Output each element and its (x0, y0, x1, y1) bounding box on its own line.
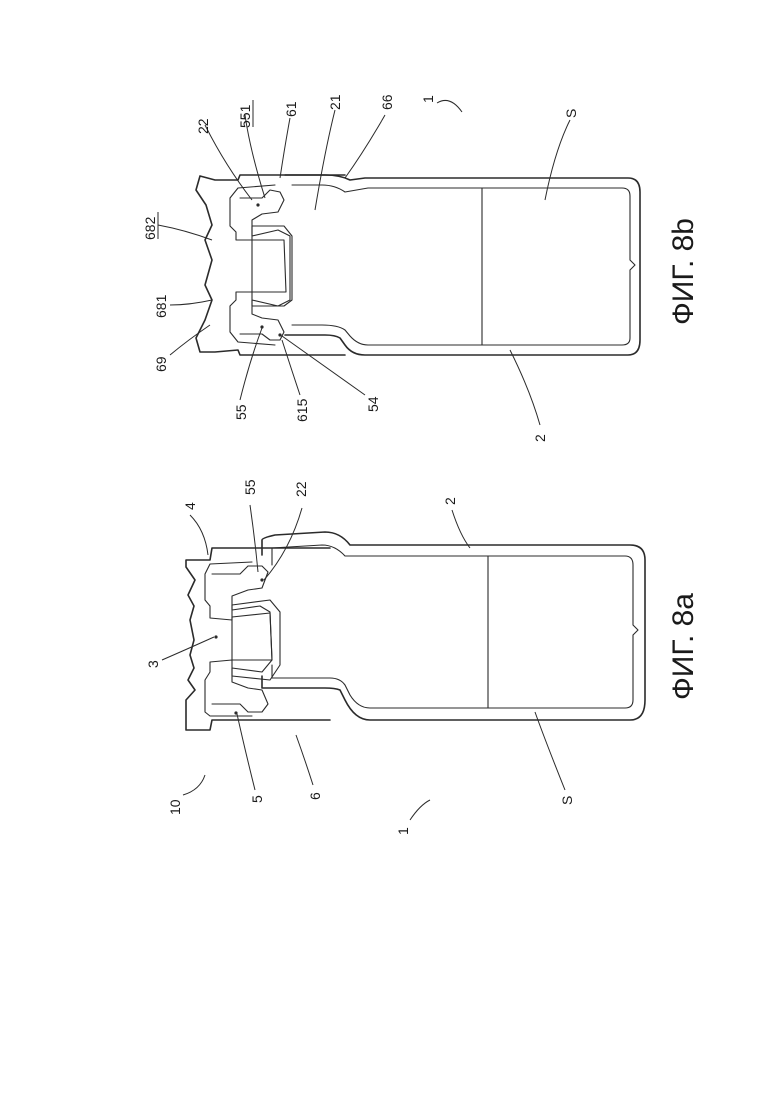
leader-61 (280, 118, 290, 178)
cap-8b-outer (196, 175, 345, 355)
leader-6 (296, 735, 313, 785)
label-2-8a: 2 (442, 497, 458, 505)
label-69: 69 (153, 356, 169, 372)
stopper-8b-plug (252, 240, 286, 292)
leader-66 (345, 115, 385, 178)
vial-8a-inner (272, 545, 638, 708)
label-1-8a: 1 (395, 827, 411, 835)
caption-8a: ФИГ. 8a (667, 593, 700, 700)
label-681: 681 (153, 294, 169, 318)
label-6: 6 (307, 792, 323, 800)
label-3: 3 (145, 660, 161, 668)
label-682: 682 (142, 216, 158, 240)
label-551-group: 551 (237, 100, 253, 128)
leader-3 (162, 637, 214, 660)
cap-8a-inner (205, 562, 280, 716)
figure-8b: 22 551 61 21 66 1 682 681 69 55 615 54 2… (142, 94, 700, 442)
caption-8b: ФИГ. 8b (667, 218, 700, 325)
leader-S-8a (535, 712, 565, 790)
leader-682 (158, 225, 212, 240)
leader-21 (315, 110, 335, 210)
leader-615 (282, 340, 300, 395)
dot-551-8b (256, 203, 259, 206)
label-22-8b: 22 (195, 118, 211, 134)
vial-8b-inner (292, 185, 635, 345)
vial-8b-outer (285, 175, 640, 355)
leader-22-8b (205, 125, 252, 200)
leader-55-8b (240, 328, 262, 400)
label-55: 55 (242, 479, 258, 495)
leader-2 (452, 510, 470, 548)
leader-5 (237, 714, 255, 790)
label-22: 22 (293, 481, 309, 497)
label-4: 4 (182, 502, 198, 510)
label-66: 66 (379, 94, 395, 110)
leader-2-8b (510, 350, 540, 425)
label-2-8b: 2 (532, 434, 548, 442)
label-10: 10 (167, 799, 183, 815)
cap-8b-inner (230, 185, 292, 345)
leader-1-8b (437, 100, 462, 112)
leader-54 (282, 336, 365, 395)
label-1-8b: 1 (420, 95, 436, 103)
dot-54-8b (278, 333, 281, 336)
stopper-8b (240, 190, 290, 340)
figure-8a: 10 4 3 55 22 2 5 6 1 S ФИГ. 8a (145, 479, 700, 835)
leader-1-8a (410, 800, 430, 820)
label-615: 615 (294, 398, 310, 422)
leader-681 (170, 300, 212, 305)
dot-22-8a (260, 578, 263, 581)
stopper-8a-plug (232, 613, 272, 660)
leader-22 (264, 508, 302, 580)
label-61: 61 (283, 101, 299, 117)
leader-10 (183, 775, 205, 795)
cap-8a-outer (186, 548, 330, 730)
label-S-8a: S (559, 796, 575, 805)
leader-4 (190, 515, 208, 555)
label-682-group: 682 (142, 212, 158, 240)
label-5: 5 (249, 795, 265, 803)
dot-3-8a (214, 635, 217, 638)
label-55-8b: 55 (233, 404, 249, 420)
leader-69 (170, 325, 210, 355)
label-S-8b: S (563, 109, 579, 118)
label-21: 21 (327, 94, 343, 110)
stopper-8a (212, 566, 272, 712)
label-551: 551 (237, 104, 253, 128)
label-54: 54 (365, 396, 381, 412)
vial-8a-outer (262, 532, 645, 720)
